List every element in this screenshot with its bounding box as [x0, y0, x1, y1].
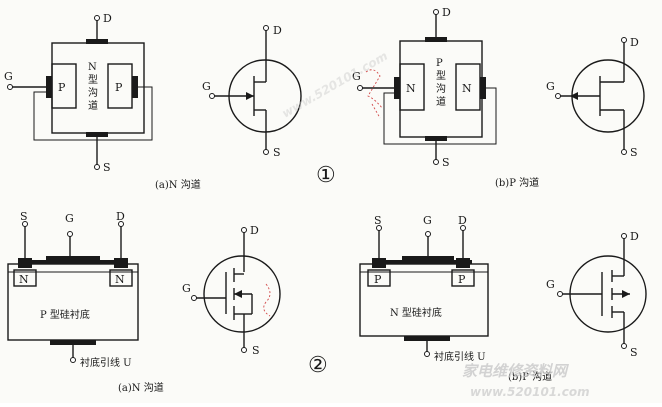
channel-label-1: N: [88, 62, 97, 73]
svg-text:G: G: [352, 70, 361, 83]
svg-text:S: S: [273, 146, 281, 159]
svg-text:衬底引线 U: 衬底引线 U: [434, 350, 486, 363]
terminal-d: [94, 15, 100, 21]
svg-text:N: N: [406, 82, 416, 95]
svg-text:G: G: [65, 212, 74, 225]
svg-text:N: N: [19, 273, 29, 286]
substrate-lead-label: 衬底引线 U: [80, 356, 132, 369]
svg-text:G: G: [423, 214, 432, 227]
substrate-n-label: N 型硅衬底: [390, 306, 442, 319]
svg-text:D: D: [630, 230, 639, 243]
terminal-s: [94, 164, 100, 170]
svg-text:D: D: [630, 36, 639, 49]
caption-a-n-channel-1: (a)N 沟道: [155, 178, 201, 191]
watermark-url: www.520101.com: [470, 385, 590, 399]
svg-text:N: N: [462, 82, 472, 95]
svg-text:G: G: [202, 80, 211, 93]
drain-contact: [86, 39, 108, 44]
channel-label-3: 沟: [88, 86, 98, 99]
svg-text:(b)P 沟道: (b)P 沟道: [495, 176, 539, 189]
substrate-p-label: P 型硅衬底: [40, 308, 90, 321]
svg-text:S: S: [442, 156, 450, 169]
gate-type-right: P: [115, 81, 123, 94]
label-d: D: [103, 12, 112, 25]
channel-block: [51, 42, 145, 134]
watermark-title: 家电维修资料网: [462, 362, 570, 380]
channel-label-4: 道: [88, 99, 98, 112]
svg-text:S: S: [374, 214, 382, 227]
label-s: S: [103, 161, 111, 174]
svg-text:S: S: [20, 210, 28, 223]
mosfet-p-channel-symbol: D S G: [546, 230, 647, 359]
svg-text:D: D: [250, 224, 259, 237]
svg-text:道: 道: [436, 95, 446, 108]
mosfet-n-channel-structure: N N S G D P 型硅衬底 衬底引线 U (a)N 沟道: [7, 210, 164, 394]
svg-text:www.520101.com: www.520101.com: [280, 49, 391, 121]
svg-text:S: S: [630, 346, 638, 359]
svg-text:沟: 沟: [436, 82, 446, 95]
label-g: G: [4, 70, 13, 83]
jfet-n-channel-structure: D P P N 型 沟 道 G S (a)N 沟道: [4, 12, 201, 191]
svg-text:(b)P 沟道: (b)P 沟道: [508, 370, 552, 383]
svg-text:型: 型: [436, 69, 446, 82]
svg-text:S: S: [630, 146, 638, 159]
svg-text:(a)N 沟道: (a)N 沟道: [118, 381, 164, 394]
svg-text:D: D: [458, 214, 467, 227]
svg-text:N: N: [115, 273, 125, 286]
marker-one: ①: [316, 163, 336, 188]
svg-text:D: D: [442, 6, 451, 19]
svg-text:G: G: [546, 80, 555, 93]
svg-text:D: D: [116, 210, 125, 223]
svg-text:G: G: [546, 278, 555, 291]
gate-type-left: P: [58, 81, 66, 94]
svg-text:S: S: [252, 344, 260, 357]
svg-text:P: P: [374, 273, 382, 286]
jfet-p-channel-symbol: D S G: [546, 36, 645, 159]
svg-text:P: P: [458, 273, 466, 286]
marker-two: ②: [308, 353, 328, 378]
mosfet-p-channel-structure: P P S G D N 型硅衬底 衬底引线 U (b)P 沟道: [359, 214, 552, 383]
channel-label-2: 型: [88, 73, 98, 86]
mosfet-n-channel-symbol: D S G: [182, 224, 281, 357]
jfet-n-channel-symbol: D S G: [202, 24, 302, 159]
svg-text:D: D: [273, 24, 282, 37]
watermark: 家电维修资料网 www.520101.com: [462, 362, 590, 399]
source-contact: [86, 132, 108, 137]
svg-text:P: P: [436, 58, 443, 69]
terminal-g: [7, 84, 13, 90]
jfet-p-channel-structure: D N N P 型 沟 道 G S (b)P 沟道: [352, 6, 539, 189]
svg-text:G: G: [182, 282, 191, 295]
